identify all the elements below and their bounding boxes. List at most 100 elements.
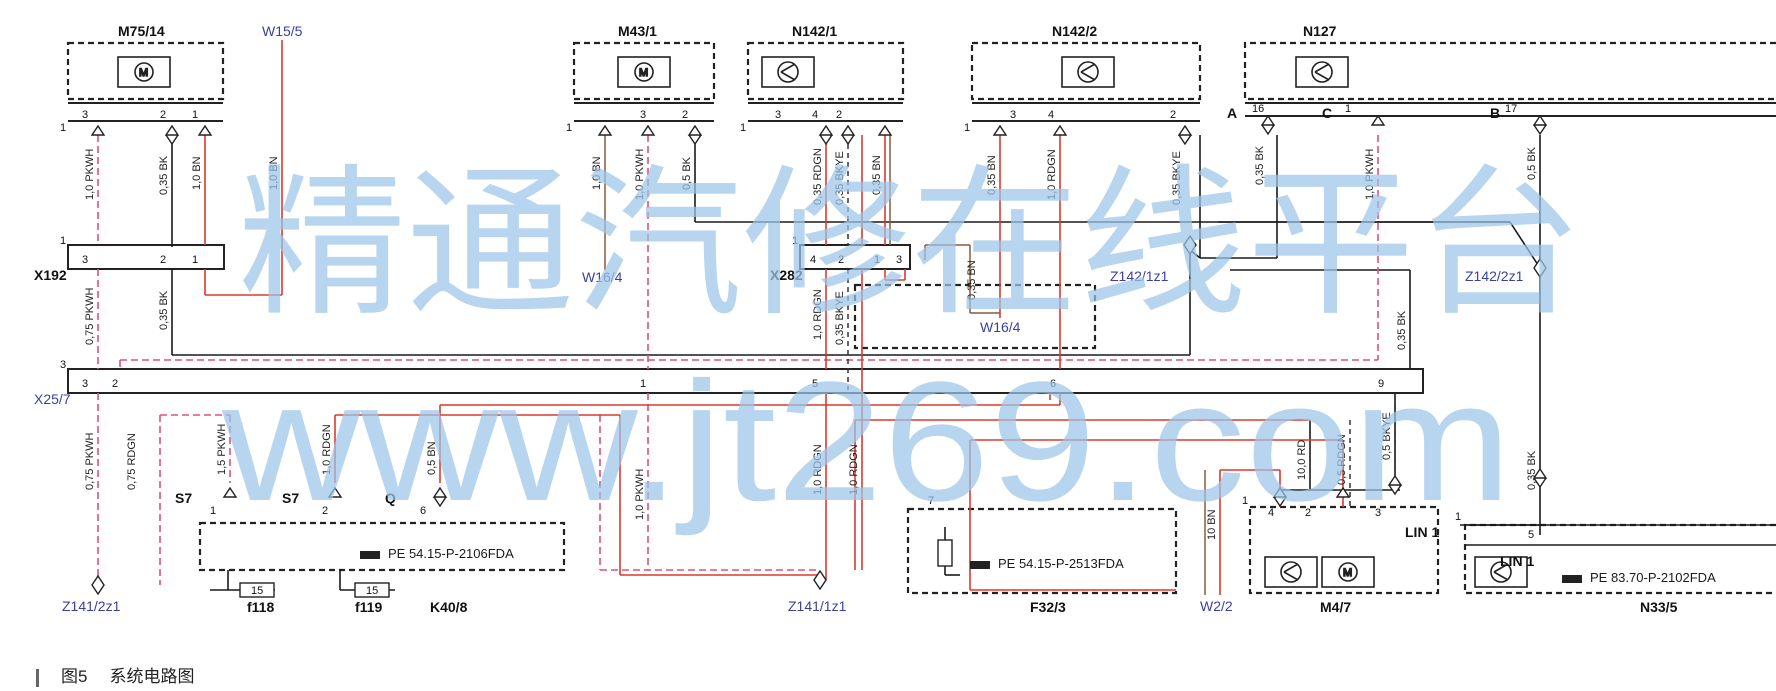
label-n33-5: N33/5 — [1640, 599, 1678, 615]
wire-label: 0,5 BN — [426, 441, 438, 475]
label-z141-1z1: Z141/1z1 — [788, 598, 847, 614]
pin-number: 3 — [82, 378, 88, 390]
pin-number: 1 — [210, 505, 216, 517]
pin-number: 2 — [160, 109, 166, 121]
label-z141-2z1: Z141/2z1 — [62, 598, 121, 614]
n142-2-symbol-box — [1061, 56, 1115, 88]
label-s7b: S7 — [282, 490, 299, 506]
m4-7-symbol-box-2 — [1321, 556, 1375, 588]
pin-number: 1 — [1242, 495, 1248, 507]
n142-2-box — [970, 41, 1202, 101]
wire-label: 0,35 BKYE — [834, 291, 846, 345]
pin-number: 6 — [1050, 378, 1056, 390]
pin-number: 1 — [1345, 103, 1351, 115]
control-unit-icon — [1311, 61, 1333, 83]
wire-label: 0,75 PKWH — [84, 287, 96, 345]
ref-pe-2513: PE 54.15-P-2513FDA — [998, 556, 1124, 571]
label-z142-2z1: Z142/2z1 — [1465, 268, 1524, 284]
wire-label: 1,0 RDGN — [321, 424, 333, 475]
label-s7a: S7 — [175, 490, 192, 506]
m4-7-box — [1248, 505, 1440, 595]
hand-pointer-icon — [970, 561, 990, 569]
label-q: Q — [385, 490, 396, 506]
pin-number: 3 — [82, 254, 88, 266]
label-lin-n33: LIN 1 — [1500, 553, 1534, 569]
fuse-value: 15 — [366, 585, 378, 597]
label-conn-c: C — [1322, 105, 1332, 121]
pin-number: 2 — [1170, 109, 1176, 121]
label-lin-m4: LIN 1 — [1405, 524, 1439, 540]
x25-7-connector — [67, 368, 1424, 394]
pin-number: 4 — [1268, 507, 1274, 519]
wire-label: 0,75 RDGN — [126, 433, 138, 490]
pin-number: 9 — [1378, 378, 1384, 390]
f32-3-box — [906, 507, 1178, 595]
m75-14-symbol-box — [117, 56, 171, 88]
watermark-chinese: 精通汽修在线平台 — [238, 154, 1583, 335]
wire-label: 1,0 RDGN — [812, 444, 824, 495]
wire-label: 0,75 PKWH — [84, 432, 96, 490]
label-f119: f119 — [355, 599, 382, 615]
wire-label: 1,0 PKWH — [84, 149, 96, 200]
pin-number: 4 — [1048, 109, 1054, 121]
z142-region — [853, 283, 1097, 350]
pin-number: 1 — [874, 254, 880, 266]
pin-number: 17 — [1505, 103, 1517, 115]
wire-label: 0,35 BN — [871, 155, 883, 195]
label-f118: f118 — [247, 599, 274, 615]
label-w2-2: W2/2 — [1200, 598, 1233, 614]
x192-connector — [67, 244, 225, 270]
n142-1-box — [746, 41, 905, 101]
fuse-f32 — [937, 539, 953, 567]
ref-pe-2106: PE 54.15-P-2106FDA — [388, 546, 514, 561]
wire-label: 0,35 BKYE — [1171, 151, 1183, 205]
label-m4-7: M4/7 — [1320, 599, 1351, 615]
pin-number: 4 — [812, 109, 818, 121]
pin-number: 1 — [60, 122, 66, 134]
m43-1-box — [572, 41, 716, 101]
pin-number: 5 — [812, 378, 818, 390]
label-n142-1: N142/1 — [792, 23, 837, 39]
fuse-value: 15 — [251, 585, 263, 597]
wire-label: 10 BN — [1206, 509, 1218, 540]
label-conn-a: A — [1227, 105, 1237, 121]
pin-number: 1 — [192, 109, 198, 121]
caption-bar — [36, 668, 39, 687]
pin-number: 3 — [775, 109, 781, 121]
pin-number: 3 — [640, 109, 646, 121]
pin-number: 2 — [322, 505, 328, 517]
label-z142-1z1: Z142/1z1 — [1110, 268, 1169, 284]
pin-number: 5 — [1528, 529, 1534, 541]
pin-number: 2 — [1305, 507, 1311, 519]
pin-number: 2 — [838, 254, 844, 266]
watermark-url: www.jt269.com — [221, 347, 1512, 537]
control-unit-icon — [1077, 61, 1099, 83]
wire-label: 1,5 PKWH — [216, 424, 228, 475]
motor-icon: M — [134, 62, 154, 82]
label-w16-4a: W16/4 — [582, 269, 623, 285]
label-n142-2: N142/2 — [1052, 23, 1097, 39]
wire-label: 1,0 RDGN — [812, 289, 824, 340]
pin-number: 1 — [566, 122, 572, 134]
x282-connector — [799, 244, 911, 270]
fuse-f118 — [239, 582, 275, 598]
svg-text:M: M — [1343, 567, 1352, 579]
n127-box — [1243, 41, 1776, 101]
pin-number: 2 — [836, 109, 842, 121]
control-unit-icon — [1490, 561, 1512, 583]
label-x282: X282 — [770, 267, 803, 283]
n127-symbol-box — [1295, 56, 1349, 88]
pin-number: 3 — [1375, 507, 1381, 519]
wire-label: 1,0 PKWH — [1364, 149, 1376, 200]
pin-number: 1 — [740, 122, 746, 134]
caption-figure-number: 图5 — [61, 667, 88, 686]
ref-pe-2102: PE 83.70-P-2102FDA — [1590, 570, 1716, 585]
control-unit-icon — [1280, 561, 1302, 583]
m4-7-symbol-box-1 — [1264, 556, 1318, 588]
wire-label: 0,35 BK — [158, 290, 170, 330]
wire-label: 0,35 BN — [966, 260, 978, 300]
wire-label: 0,35 BK — [1254, 145, 1266, 185]
pin-number: 3 — [82, 109, 88, 121]
m75-14-box — [66, 41, 225, 101]
